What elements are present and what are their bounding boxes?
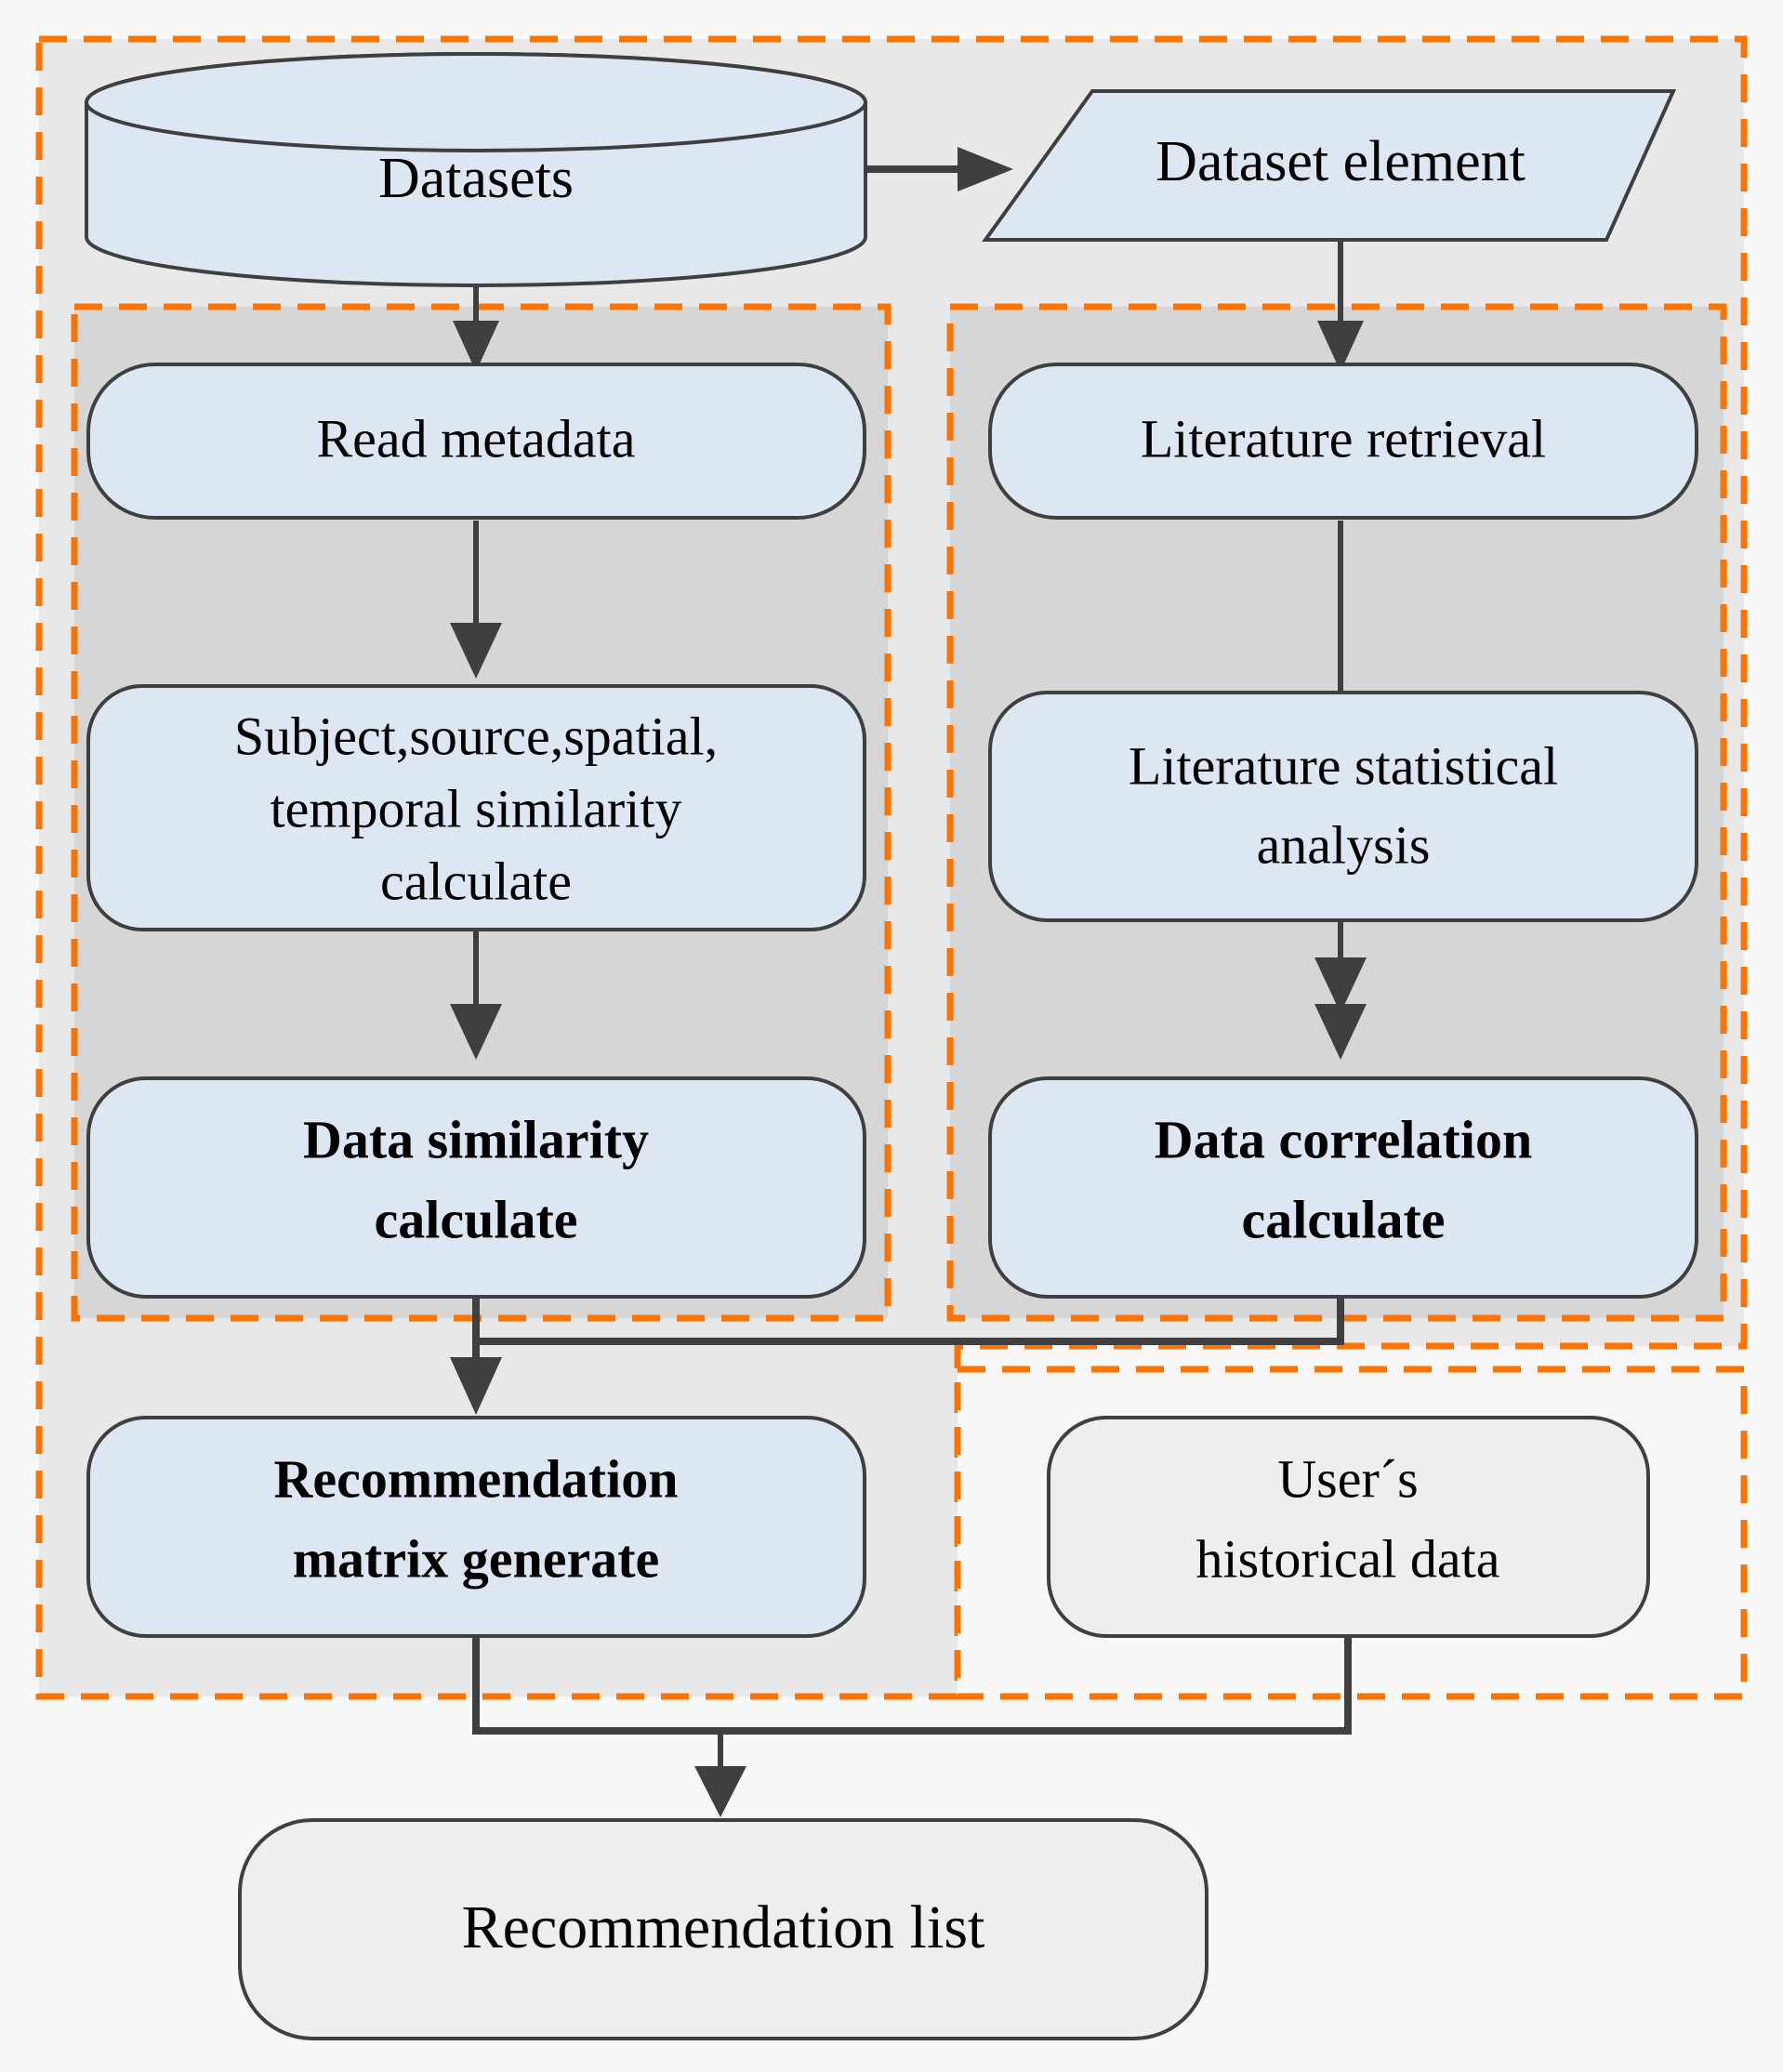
node-literature-statistical-label-2: analysis bbox=[1257, 814, 1431, 875]
node-user-historical-data-label-2: historical data bbox=[1196, 1528, 1500, 1589]
node-data-correlation-label-1: Data correlation bbox=[1155, 1109, 1532, 1169]
edge-datasets-to-dataset-element bbox=[855, 147, 1013, 191]
node-user-historical-data[interactable]: User´s historical data bbox=[1047, 1416, 1650, 1638]
node-data-similarity-calculate[interactable]: Data similarity calculate bbox=[86, 1076, 866, 1299]
edge-branches-to-recommendation-matrix bbox=[450, 1297, 1344, 1415]
edge-dataset-element-to-literature-retrieval bbox=[1317, 240, 1364, 372]
node-user-historical-data-label-1: User´s bbox=[1277, 1448, 1418, 1509]
node-literature-statistical-analysis[interactable]: Literature statistical analysis bbox=[988, 691, 1698, 922]
node-recommendation-list[interactable]: Recommendation list bbox=[238, 1818, 1208, 2040]
node-literature-retrieval-label: Literature retrieval bbox=[1141, 408, 1546, 469]
edge-similarity-inputs-to-data-similarity bbox=[450, 930, 502, 1060]
node-recommendation-list-label: Recommendation list bbox=[462, 1894, 985, 1961]
node-similarity-inputs-label-2: temporal similarity bbox=[271, 778, 682, 838]
node-read-metadata[interactable]: Read metadata bbox=[86, 363, 866, 520]
node-literature-retrieval[interactable]: Literature retrieval bbox=[988, 363, 1698, 520]
node-data-correlation-label-2: calculate bbox=[1241, 1189, 1445, 1249]
edge-read-metadata-to-similarity-inputs bbox=[450, 521, 502, 679]
node-datasets-label: Datasets bbox=[378, 147, 574, 210]
node-read-metadata-label: Read metadata bbox=[317, 408, 636, 469]
node-datasets[interactable]: Datasets bbox=[85, 52, 867, 287]
node-recommendation-matrix-label-1: Recommendation bbox=[274, 1448, 679, 1509]
node-dataset-element[interactable]: Dataset element bbox=[982, 89, 1677, 242]
node-recommendation-matrix-label-2: matrix generate bbox=[293, 1528, 660, 1589]
node-literature-statistical-label-1: Literature statistical bbox=[1129, 735, 1558, 796]
node-recommendation-matrix-generate[interactable]: Recommendation matrix generate bbox=[86, 1416, 866, 1638]
edge-merge-to-recommendation-list bbox=[472, 1636, 1352, 1817]
node-similarity-inputs-label-1: Subject,source,spatial, bbox=[234, 706, 718, 766]
edge-statistical-analysis-to-data-correlation bbox=[1314, 920, 1367, 1060]
node-data-similarity-label-1: Data similarity bbox=[303, 1109, 649, 1169]
node-dataset-element-label: Dataset element bbox=[1156, 130, 1525, 193]
node-data-correlation-calculate[interactable]: Data correlation calculate bbox=[988, 1076, 1698, 1299]
node-similarity-inputs-label-3: calculate bbox=[380, 851, 572, 911]
node-data-similarity-label-2: calculate bbox=[374, 1189, 577, 1249]
node-similarity-inputs[interactable]: Subject,source,spatial, temporal similar… bbox=[86, 684, 866, 931]
